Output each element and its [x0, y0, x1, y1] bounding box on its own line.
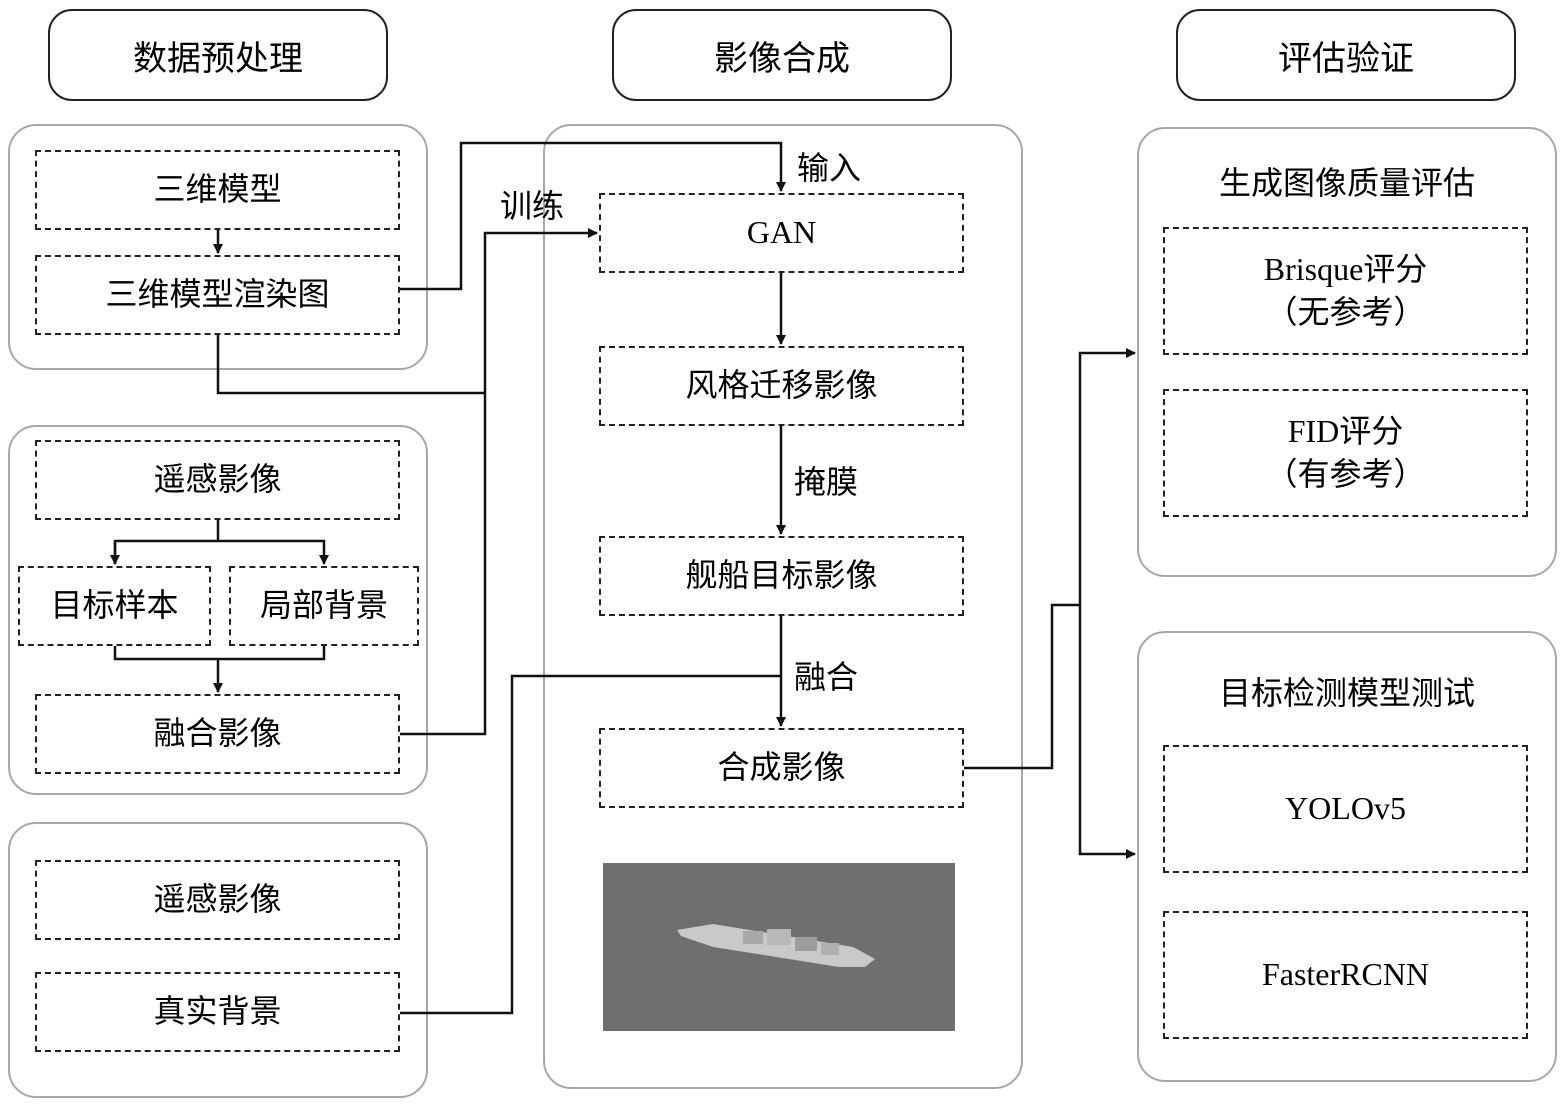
title-detection-test: 目标检测模型测试	[1218, 674, 1475, 712]
header-synthesis: 影像合成	[612, 9, 952, 101]
arrow-render-to-gan-input	[400, 141, 786, 291]
box-fasterrcnn: FasterRCNN	[1163, 911, 1528, 1039]
box-rs-image-2: 遥感影像	[35, 860, 400, 940]
box-brisque: Brisque评分 （无参考）	[1163, 227, 1528, 355]
box-real-bg: 真实背景	[35, 972, 400, 1052]
fid-note: （有参考）	[1265, 456, 1426, 492]
arrow-train-to-gan	[216, 335, 485, 395]
ship-thumbnail	[603, 863, 955, 1031]
box-rs-image-1: 遥感影像	[35, 440, 400, 520]
header-evaluation: 评估验证	[1176, 9, 1516, 101]
brisque-label: Brisque评分	[1263, 250, 1428, 287]
label-input: 输入	[797, 149, 862, 187]
box-ship-target: 舰船目标影像	[599, 536, 964, 616]
box-style-transfer: 风格迁移影像	[599, 346, 964, 426]
box-3d-render: 三维模型渲染图	[35, 255, 400, 335]
title-quality-eval: 生成图像质量评估	[1218, 164, 1475, 202]
box-yolov5: YOLOv5	[1163, 745, 1528, 873]
arrow-realbg-to-fuse	[400, 674, 781, 1015]
brisque-note: （无参考）	[1265, 294, 1426, 330]
label-train: 训练	[500, 187, 565, 225]
arrow-synthetic-to-eval	[964, 603, 1080, 770]
box-fid: FID评分 （有参考）	[1163, 389, 1528, 517]
fid-label: FID评分	[1287, 412, 1404, 449]
box-3d-model: 三维模型	[35, 150, 400, 230]
box-synthetic-image: 合成影像	[599, 728, 964, 808]
label-mask: 掩膜	[794, 463, 859, 501]
box-local-bg: 局部背景	[229, 566, 419, 646]
box-target-sample: 目标样本	[18, 566, 211, 646]
arrow-rs-split	[113, 520, 324, 564]
box-gan: GAN	[599, 193, 964, 273]
label-fuse: 融合	[794, 658, 859, 696]
arrow-merge-to-fused	[113, 646, 326, 692]
header-preprocess: 数据预处理	[48, 9, 388, 101]
box-fused-image: 融合影像	[35, 694, 400, 774]
